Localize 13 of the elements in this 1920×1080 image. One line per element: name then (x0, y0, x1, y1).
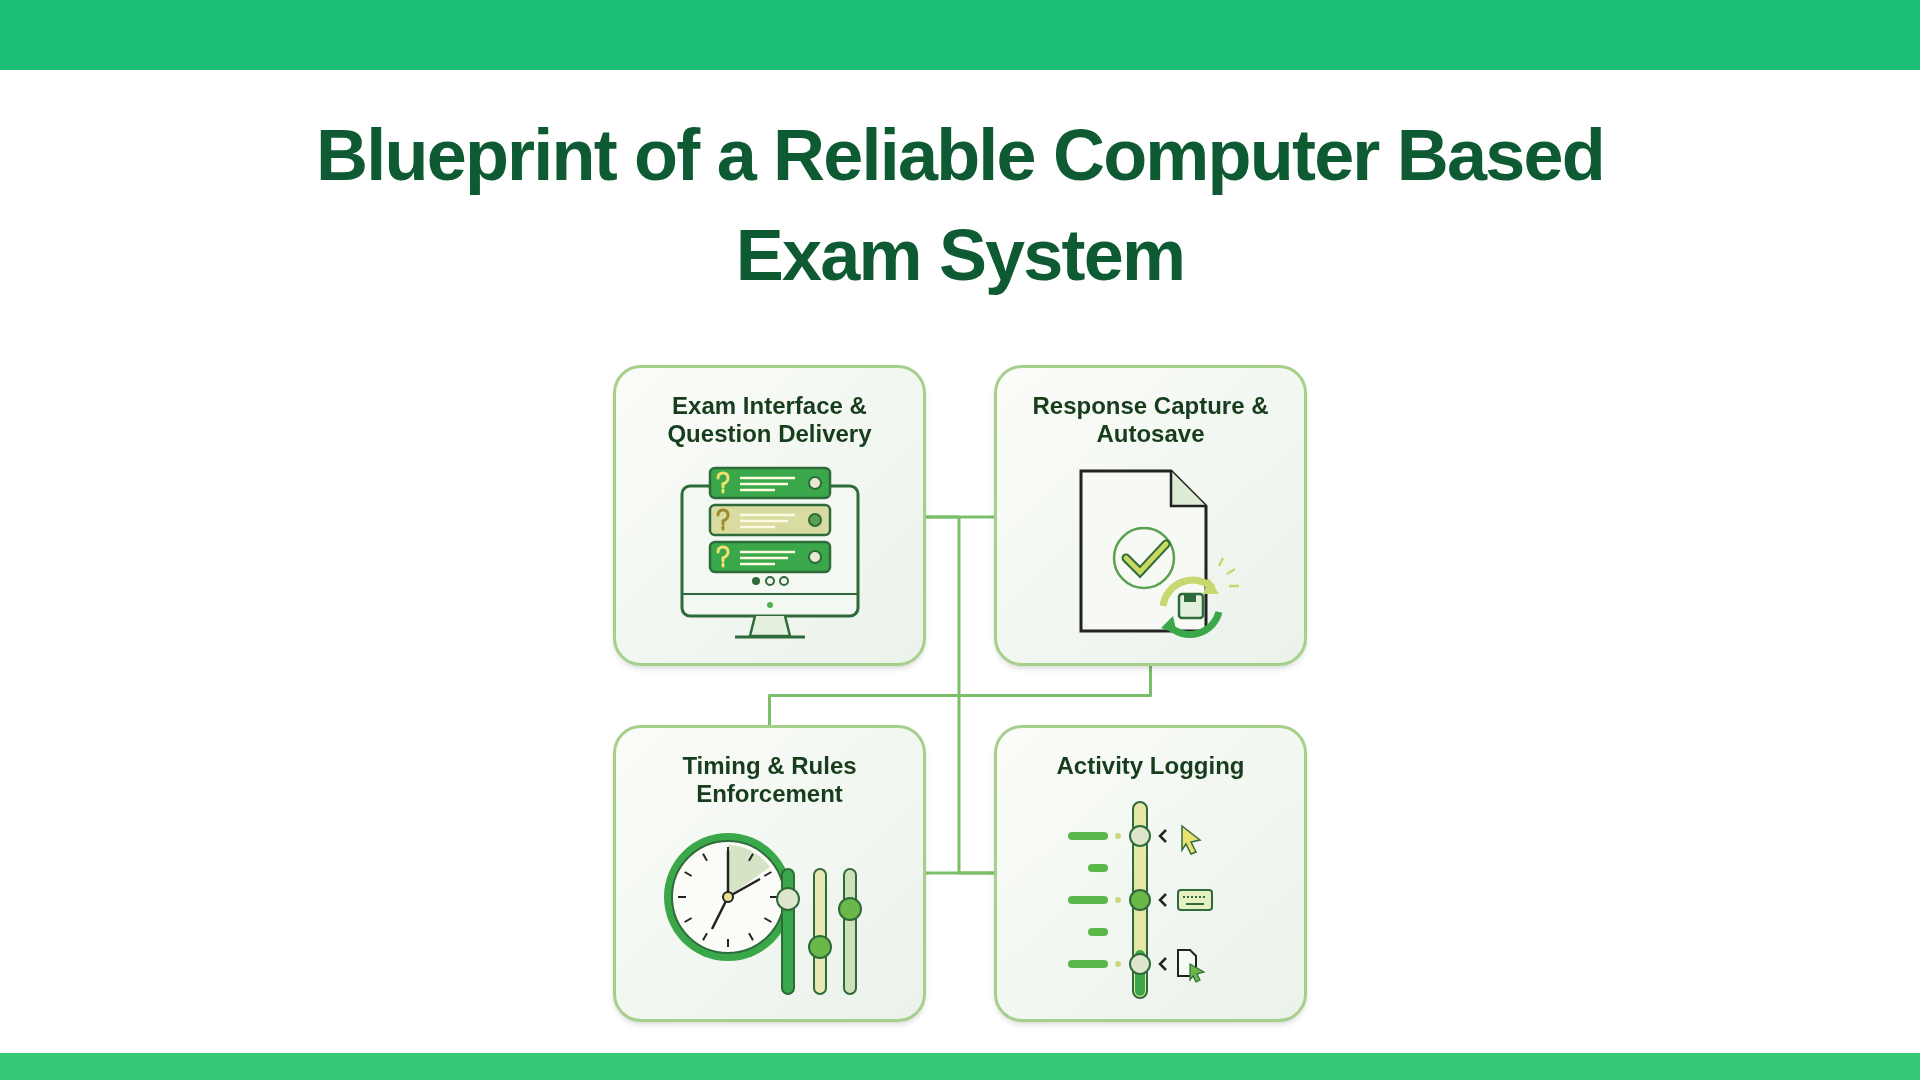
feature-card (994, 365, 1307, 666)
footer-bar (0, 1053, 1920, 1080)
card-title: Response Capture & Autosave (1031, 392, 1270, 448)
feature-card (613, 365, 926, 666)
title: Blueprint of a Reliable Computer Based Exam System (315, 114, 1605, 297)
connector-line (926, 871, 994, 875)
connector-line (768, 666, 1152, 725)
header-bar (0, 0, 1920, 70)
card-title: Timing & Rules Enforcement (681, 752, 858, 808)
feature-card (613, 725, 926, 1022)
feature-card (994, 725, 1307, 1022)
card-title: Exam Interface & Question Delivery (666, 392, 873, 448)
card-title: Activity Logging (1055, 752, 1246, 780)
